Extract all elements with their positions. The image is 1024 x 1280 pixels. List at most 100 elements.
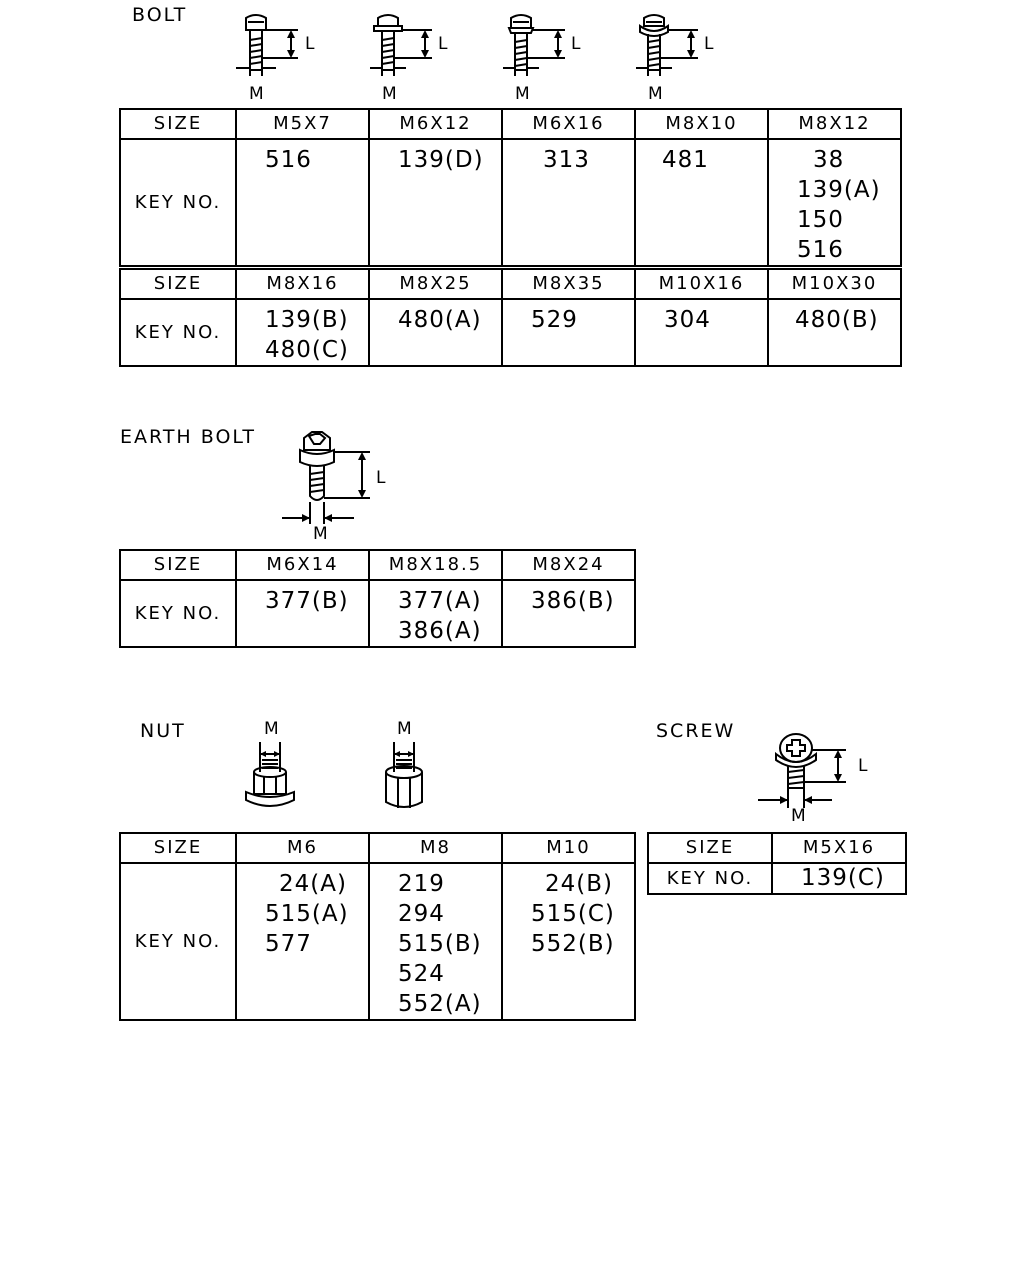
bolt-section-title: BOLT (132, 4, 188, 26)
size-cell: M6 (235, 832, 370, 864)
table-row: SIZE M6X14 M8X18.5 M8X24 (119, 549, 636, 581)
key-value: 139(C) (801, 865, 885, 891)
bolt-table-1: SIZE M5X7 M6X12 M6X16 M8X10 M8X12 KEY NO… (119, 108, 902, 267)
earth-bolt-dim-m: M (313, 524, 328, 544)
key-value: 219 (398, 871, 445, 897)
bolt-washer-dim-l: L (438, 34, 448, 54)
key-no-header: KEY NO. (119, 138, 237, 267)
key-cell: 219 294 515(B) 524 552(A) (368, 862, 503, 1021)
size-header: SIZE (119, 268, 237, 300)
key-no-header: KEY NO. (119, 862, 237, 1021)
size-cell: M8X12 (767, 108, 902, 140)
key-no-header: KEY NO. (119, 579, 237, 648)
key-cell: 480(B) (767, 298, 902, 367)
table-row: KEY NO. 139(C) (647, 862, 907, 895)
key-cell: 386(B) (501, 579, 636, 648)
key-value: 529 (531, 307, 578, 333)
bolt-table-2: SIZE M8X16 M8X25 M8X35 M10X16 M10X30 KEY… (119, 268, 902, 367)
size-cell: M5X16 (771, 832, 907, 864)
size-cell: M10 (501, 832, 636, 864)
key-cell: 313 (501, 138, 636, 267)
bolt-collar-dim-m: M (648, 84, 663, 104)
key-value: 552(A) (398, 991, 482, 1017)
earth-bolt-dim-l: L (376, 468, 386, 488)
key-value: 480(A) (398, 307, 482, 333)
size-header: SIZE (119, 832, 237, 864)
size-cell: M8X25 (368, 268, 503, 300)
key-cell: 481 (634, 138, 769, 267)
key-cell: 377(A) 386(A) (368, 579, 503, 648)
key-cell: 139(D) (368, 138, 503, 267)
key-value: 515(A) (265, 901, 349, 927)
key-value: 294 (398, 901, 445, 927)
screw-section-title: SCREW (656, 720, 736, 742)
table-row: SIZE M5X7 M6X12 M6X16 M8X10 M8X12 (119, 108, 902, 140)
table-row: SIZE M8X16 M8X25 M8X35 M10X16 M10X30 (119, 268, 902, 300)
key-cell: 38 139(A) 150 516 (767, 138, 902, 267)
bolt-flange-icon (503, 14, 565, 76)
bolt-washer-icon (370, 14, 432, 76)
bolt-collar-dim-l: L (704, 34, 714, 54)
key-value: 313 (543, 147, 590, 173)
key-cell: 516 (235, 138, 370, 267)
screw-table: SIZE M5X16 KEY NO. 139(C) (647, 832, 907, 895)
key-value: 480(B) (795, 307, 879, 333)
flange-nut-icon (245, 742, 295, 807)
key-value: 139(A) (797, 177, 881, 203)
bolt-plain-icon (236, 14, 298, 76)
size-cell: M8X24 (501, 549, 636, 581)
table-row: SIZE M5X16 (647, 832, 907, 864)
size-header: SIZE (647, 832, 773, 864)
table-row: KEY NO. 377(B) 377(A) 386(A) 386(B) (119, 579, 636, 648)
size-header: SIZE (119, 549, 237, 581)
key-value: 481 (662, 147, 709, 173)
key-no-header: KEY NO. (647, 862, 773, 895)
bolt-washer-dim-m: M (382, 84, 397, 104)
size-cell: M6X16 (501, 108, 636, 140)
key-value: 515(B) (398, 931, 482, 957)
size-cell: M8X10 (634, 108, 769, 140)
key-cell: 24(A) 515(A) 577 (235, 862, 370, 1021)
earth-bolt-section-title: EARTH BOLT (120, 426, 256, 448)
key-cell: 480(A) (368, 298, 503, 367)
key-cell: 24(B) 515(C) 552(B) (501, 862, 636, 1021)
key-cell: 529 (501, 298, 636, 367)
key-value: 386(B) (531, 588, 615, 614)
earth-bolt-icon (282, 431, 370, 524)
key-no-header: KEY NO. (119, 298, 237, 367)
size-header: SIZE (119, 108, 237, 140)
washer-screw-icon (758, 733, 846, 808)
key-value: 577 (265, 931, 312, 957)
hex-nut-dim-m: M (397, 719, 412, 739)
size-cell: M8X16 (235, 268, 370, 300)
size-cell: M5X7 (235, 108, 370, 140)
key-value: 377(A) (398, 588, 482, 614)
bolt-collar-icon (636, 14, 698, 76)
key-cell: 139(C) (771, 862, 907, 895)
key-value: 377(B) (265, 588, 349, 614)
key-value: 516 (797, 237, 844, 263)
table-row: KEY NO. 516 139(D) 313 481 38 139(A) 150… (119, 138, 902, 267)
hex-nut-icon (385, 742, 423, 808)
key-value: 304 (664, 307, 711, 333)
key-value: 150 (797, 207, 844, 233)
key-value: 524 (398, 961, 445, 987)
size-cell: M8X35 (501, 268, 636, 300)
nut-table: SIZE M6 M8 M10 KEY NO. 24(A) 515(A) 577 … (119, 832, 636, 1021)
table-row: SIZE M6 M8 M10 (119, 832, 636, 864)
screw-dim-m: M (791, 806, 806, 826)
bolt-plain-dim-m: M (249, 84, 264, 104)
key-value: 515(C) (531, 901, 615, 927)
size-cell: M6X14 (235, 549, 370, 581)
table-row: KEY NO. 24(A) 515(A) 577 219 294 515(B) … (119, 862, 636, 1021)
key-value: 386(A) (398, 618, 482, 644)
key-value: 552(B) (531, 931, 615, 957)
bolt-flange-dim-m: M (515, 84, 530, 104)
key-cell: 377(B) (235, 579, 370, 648)
key-cell: 139(B) 480(C) (235, 298, 370, 367)
key-value: 24(B) (545, 871, 613, 897)
key-value: 516 (265, 147, 312, 173)
earth-bolt-table: SIZE M6X14 M8X18.5 M8X24 KEY NO. 377(B) … (119, 549, 636, 648)
key-cell: 304 (634, 298, 769, 367)
size-cell: M6X12 (368, 108, 503, 140)
